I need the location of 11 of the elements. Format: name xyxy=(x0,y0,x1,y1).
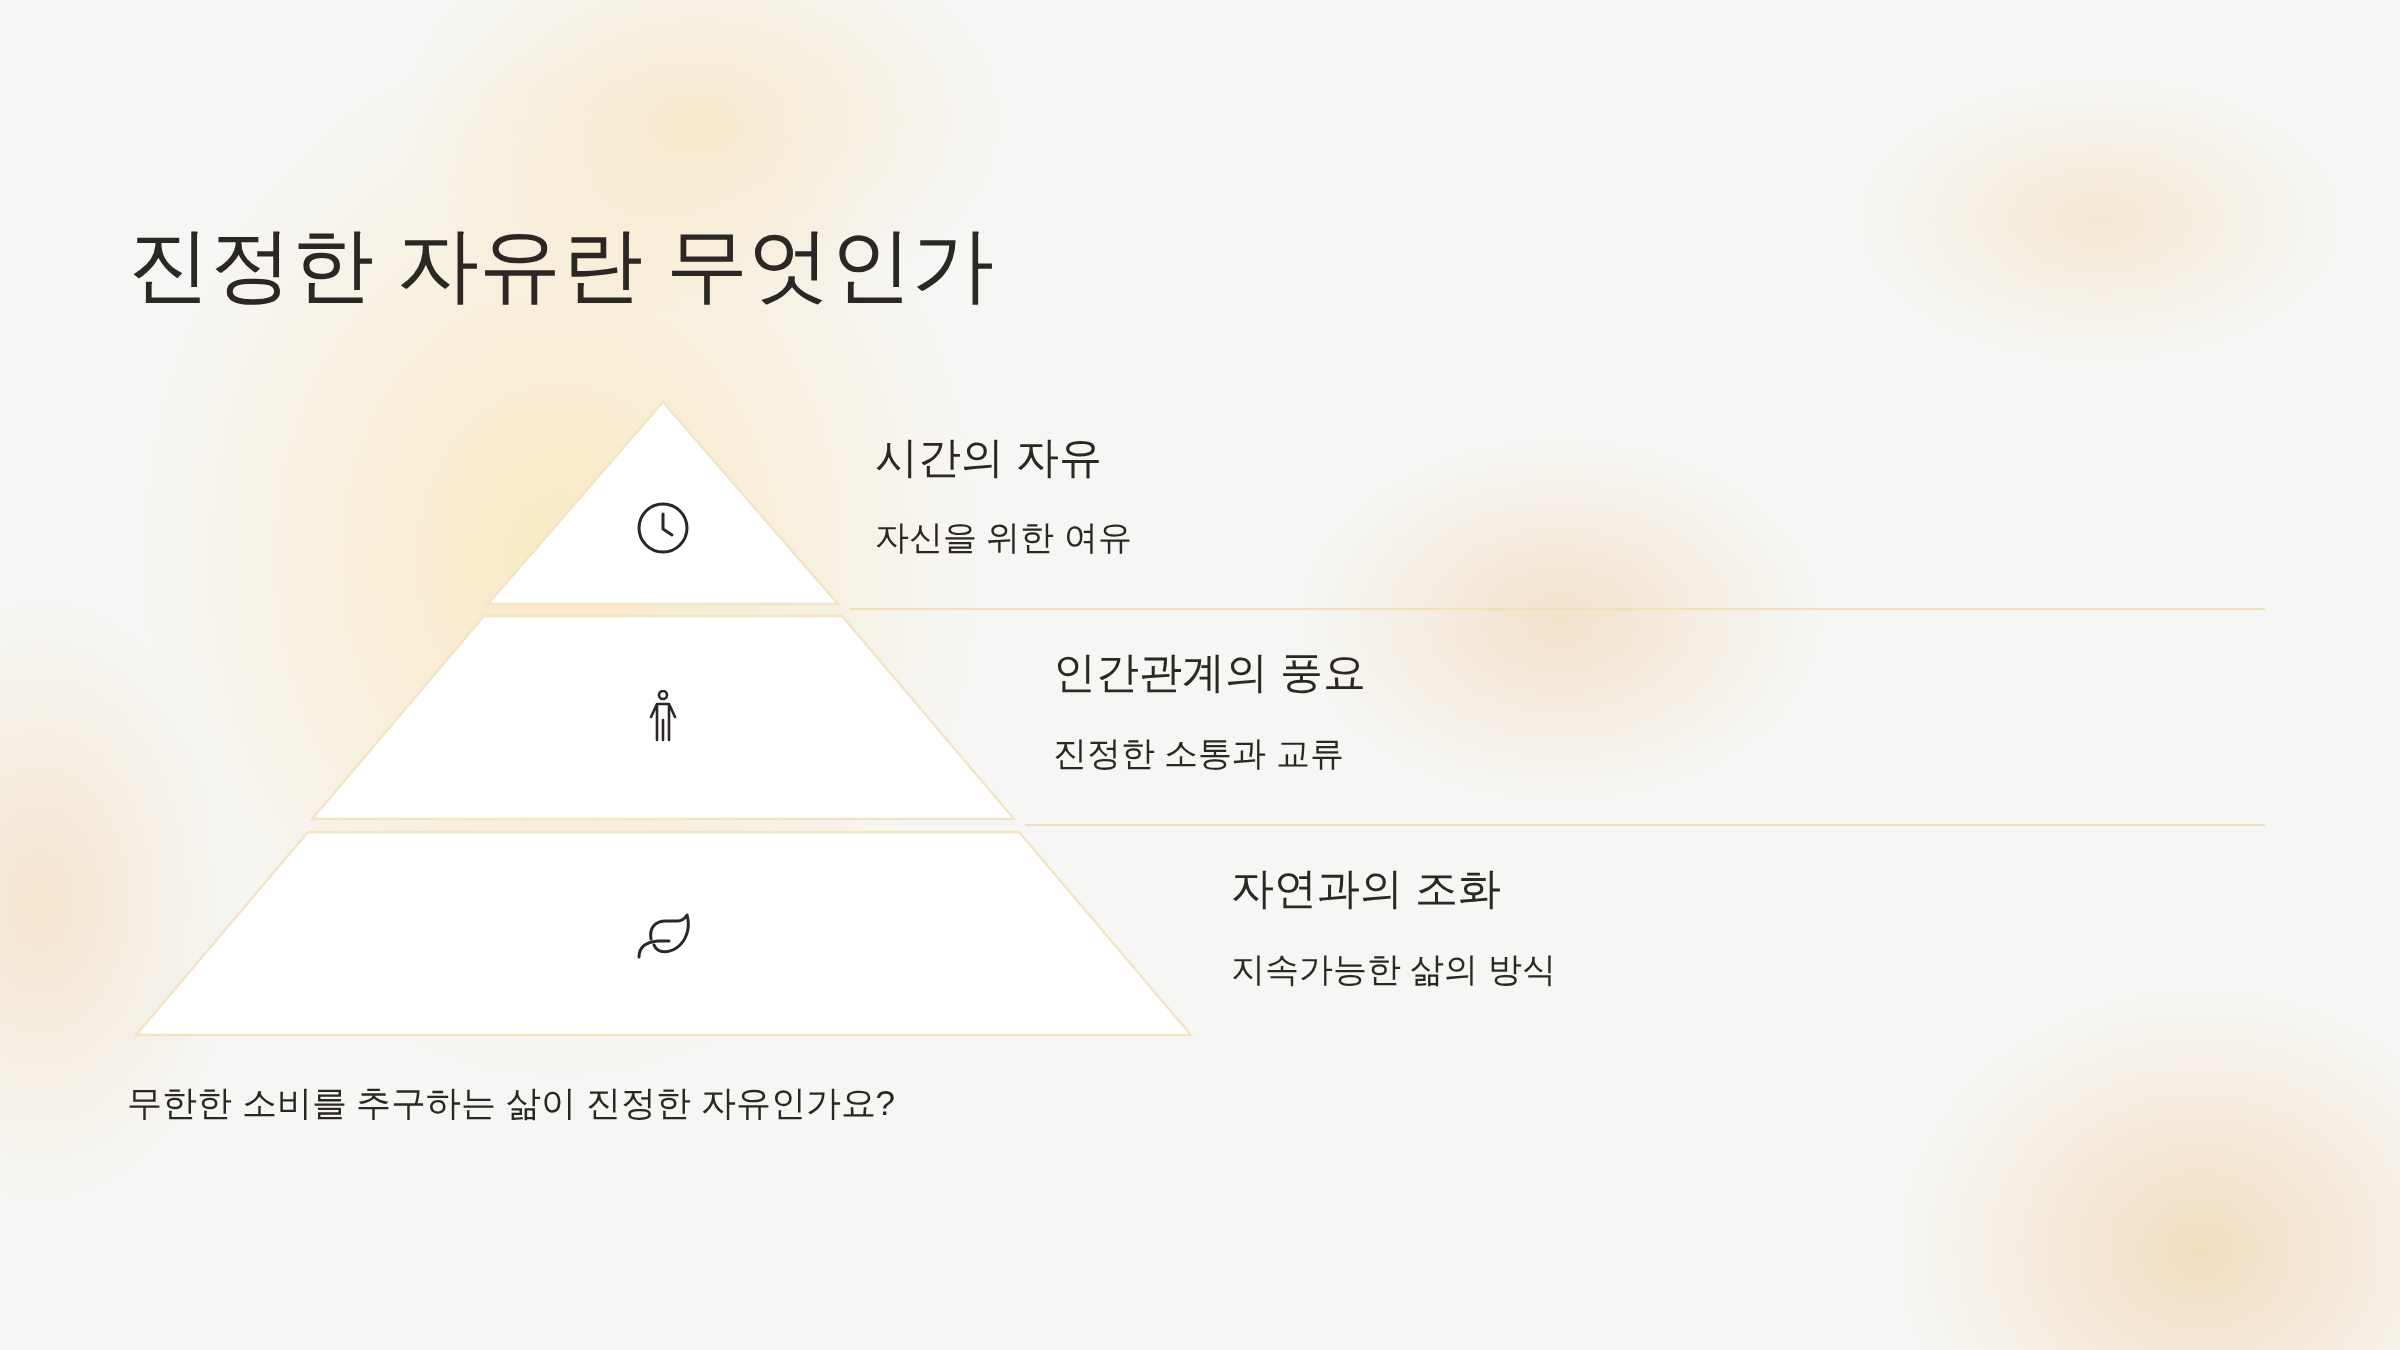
tier-heading: 인간관계의 풍요 xyxy=(1053,647,1366,698)
tier-heading: 시간의 자유 xyxy=(875,432,1102,483)
pyramid-tier xyxy=(135,831,1192,1036)
question-text: 무한한 소비를 추구하는 삶이 진정한 자유인가요? xyxy=(127,1082,896,1124)
tier-description: 지속가능한 삶의 방식 xyxy=(1231,949,1556,990)
tier-heading: 자연과의 조화 xyxy=(1231,863,1501,914)
pyramid-tier xyxy=(311,615,1015,820)
tier-description: 자신을 위한 여유 xyxy=(875,517,1132,558)
pyramid-tier xyxy=(487,401,839,605)
tier-description: 진정한 소통과 교류 xyxy=(1053,733,1344,774)
slide-title: 진정한 자유란 무엇인가 xyxy=(128,218,994,312)
